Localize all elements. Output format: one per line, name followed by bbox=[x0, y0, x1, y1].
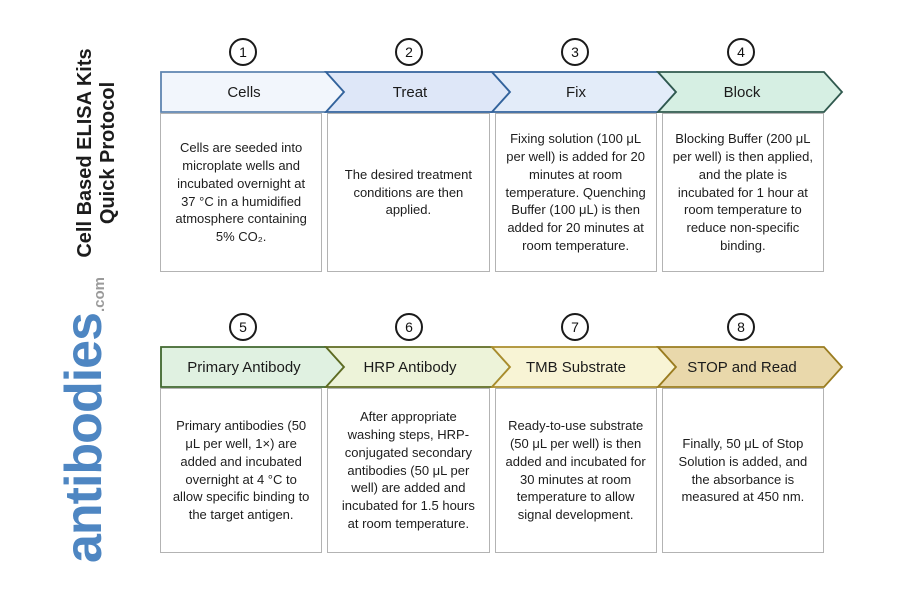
step-description: Finally, 50 μL of Stop Solution is added… bbox=[678, 435, 808, 505]
step-description-box: The desired treatment conditions are the… bbox=[327, 113, 490, 272]
protocol-row-2: 5 6 7 8 Primary Antibody HRP Antibody TM… bbox=[160, 313, 844, 553]
step-number: 7 bbox=[571, 319, 579, 335]
step-number-badge: 6 bbox=[395, 313, 423, 341]
step-number-badge: 5 bbox=[229, 313, 257, 341]
arrow-band-row-2: Primary Antibody HRP Antibody TMB Substr… bbox=[160, 346, 844, 388]
description-row-2: Primary antibodies (50 μL per well, 1×) … bbox=[160, 388, 824, 553]
step-number-row-1: 1 2 3 4 bbox=[160, 38, 824, 66]
step-description-box: Cells are seeded into microplate wells a… bbox=[160, 113, 323, 272]
chevron-arrow-stop-and-read bbox=[655, 346, 844, 388]
step-number: 4 bbox=[737, 44, 745, 60]
step-description: The desired treatment conditions are the… bbox=[344, 166, 472, 218]
step-label: TMB Substrate bbox=[526, 359, 626, 376]
protocol-row-1: 1 2 3 4 Cells Treat Fix Block Cells are … bbox=[160, 38, 844, 272]
description-row-1: Cells are seeded into microplate wells a… bbox=[160, 113, 824, 272]
step-number-badge: 4 bbox=[727, 38, 755, 66]
step-description-box: Ready-to-use substrate (50 μL per well) … bbox=[494, 388, 657, 553]
step-number: 8 bbox=[737, 319, 745, 335]
step-number: 1 bbox=[239, 44, 247, 60]
step-number: 2 bbox=[405, 44, 413, 60]
step-label: Cells bbox=[227, 84, 260, 101]
step-number-badge: 7 bbox=[561, 313, 589, 341]
title-line-2: Quick Protocol bbox=[97, 81, 119, 225]
step-number: 6 bbox=[405, 319, 413, 335]
logo-wordmark: antibodies bbox=[55, 313, 113, 564]
arrow-band-row-1: Cells Treat Fix Block bbox=[160, 71, 844, 113]
vertical-title: Cell Based ELISA Kits Quick Protocol bbox=[74, 38, 120, 268]
step-label: Treat bbox=[393, 84, 428, 101]
title-line-1: Cell Based ELISA Kits bbox=[74, 48, 96, 258]
step-label: Fix bbox=[566, 84, 586, 101]
step-description-box: Fixing solution (100 μL per well) is add… bbox=[494, 113, 657, 272]
step-label: Primary Antibody bbox=[187, 359, 301, 376]
step-number-badge: 3 bbox=[561, 38, 589, 66]
step-description-box: After appropriate washing steps, HRP-con… bbox=[327, 388, 490, 553]
step-description: After appropriate washing steps, HRP-con… bbox=[341, 408, 475, 532]
step-number-badge: 2 bbox=[395, 38, 423, 66]
step-description: Fixing solution (100 μL per well) is add… bbox=[505, 130, 646, 254]
step-description: Ready-to-use substrate (50 μL per well) … bbox=[505, 417, 646, 523]
step-label: Block bbox=[724, 84, 761, 101]
step-number-badge: 1 bbox=[229, 38, 257, 66]
chevron-arrow-block bbox=[655, 71, 844, 113]
step-number-badge: 8 bbox=[727, 313, 755, 341]
step-description: Primary antibodies (50 μL per well, 1×) … bbox=[172, 417, 310, 523]
step-label: STOP and Read bbox=[687, 359, 797, 376]
step-number: 5 bbox=[239, 319, 247, 335]
step-description-box: Blocking Buffer (200 μL per well) is the… bbox=[661, 113, 824, 272]
step-description: Blocking Buffer (200 μL per well) is the… bbox=[672, 130, 813, 254]
step-number: 3 bbox=[571, 44, 579, 60]
step-description-box: Primary antibodies (50 μL per well, 1×) … bbox=[160, 388, 323, 553]
logo-domain-suffix: .com bbox=[91, 276, 108, 312]
step-number-row-2: 5 6 7 8 bbox=[160, 313, 824, 341]
brand-logo: antibodies .com bbox=[54, 270, 118, 570]
step-label: HRP Antibody bbox=[363, 359, 457, 376]
step-description-box: Finally, 50 μL of Stop Solution is added… bbox=[661, 388, 824, 553]
step-description: Cells are seeded into microplate wells a… bbox=[175, 139, 307, 245]
